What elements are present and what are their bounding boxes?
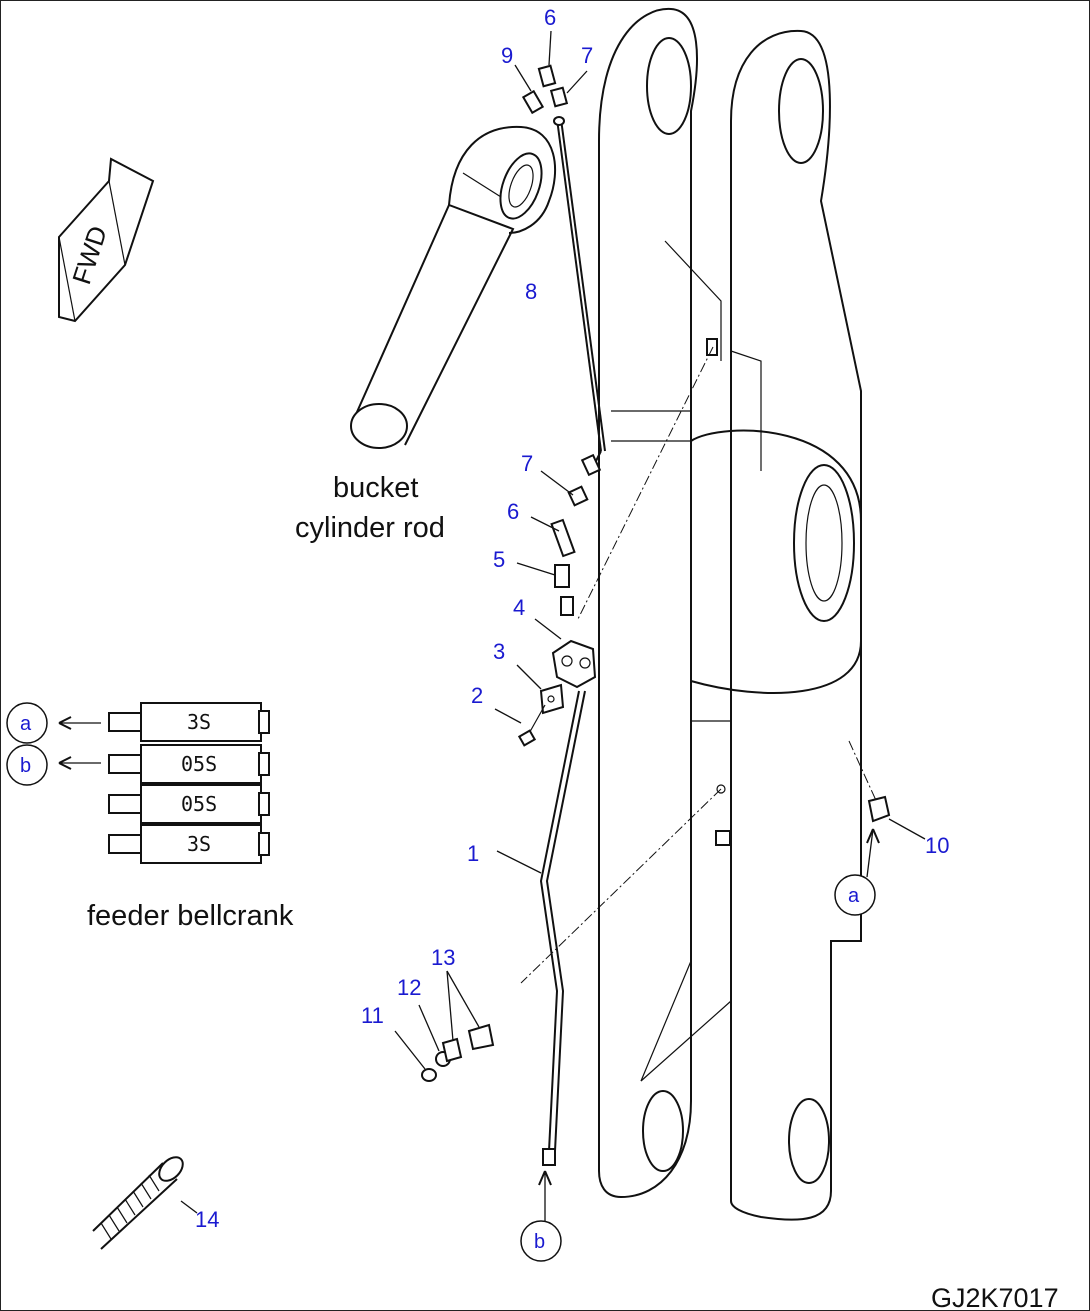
fwd-marker-label: FWD — [66, 222, 113, 288]
centre-lines — [520, 346, 880, 984]
feeder-row-3-label: 05S — [181, 792, 217, 816]
callout-9: 9 — [501, 43, 513, 68]
ref-a-left-label: a — [20, 713, 32, 735]
caption-bucket-line1: bucket — [333, 472, 418, 504]
grease-tube-8 — [556, 118, 606, 472]
fitting-10 — [866, 795, 926, 878]
upper-fittings — [514, 30, 588, 126]
callout-7-mid: 7 — [521, 451, 533, 476]
clamp-parts — [394, 970, 495, 1082]
feeder-stack: 3S 05S 05S 3S feeder bellcrank — [58, 702, 294, 932]
callout-3: 3 — [493, 639, 505, 664]
callout-1: 1 — [467, 841, 479, 866]
callout-13: 13 — [431, 945, 455, 970]
fwd-marker: FWD — [58, 157, 155, 323]
drawing-id: GJ2K7017 — [931, 1283, 1059, 1310]
callout-6-top: 6 — [544, 5, 556, 30]
ref-a-left: a — [6, 702, 48, 744]
bellcrank-body — [598, 7, 862, 1221]
callout-12: 12 — [397, 975, 421, 1000]
callout-11: 11 — [361, 1003, 384, 1028]
feeder-row-4-label: 3S — [187, 832, 211, 856]
callout-10: 10 — [925, 833, 949, 858]
ref-b-left-label: b — [20, 755, 31, 777]
caption-bucket-line2: cylinder rod — [295, 512, 445, 544]
bottom-arrow — [538, 1170, 552, 1223]
bucket-cylinder-rod: bucket cylinder rod — [295, 125, 556, 544]
grease-tube-1 — [496, 690, 586, 1166]
callout-2: 2 — [471, 683, 483, 708]
callout-4: 4 — [513, 595, 525, 620]
callout-6-mid: 6 — [507, 499, 519, 524]
callout-5: 5 — [493, 547, 505, 572]
spring-14 — [92, 1156, 198, 1250]
ref-b-bottom-label: b — [534, 1231, 545, 1253]
mid-fittings — [516, 453, 602, 640]
ref-a-right-label: a — [848, 885, 860, 907]
feeder-row-2-label: 05S — [181, 752, 217, 776]
ref-a-right: a — [834, 874, 876, 916]
callout-7-top: 7 — [581, 43, 593, 68]
callout-14: 14 — [195, 1207, 219, 1232]
block-and-plate — [494, 639, 597, 747]
callout-8: 8 — [525, 279, 537, 304]
feeder-row-1-label: 3S — [187, 710, 211, 734]
ref-b-left: b — [6, 744, 48, 786]
ref-b-bottom: b — [520, 1220, 562, 1262]
caption-feeder-bellcrank: feeder bellcrank — [87, 900, 294, 932]
callout-numbers: 6 7 9 8 7 6 5 4 3 2 1 10 13 12 11 14 — [195, 5, 949, 1232]
